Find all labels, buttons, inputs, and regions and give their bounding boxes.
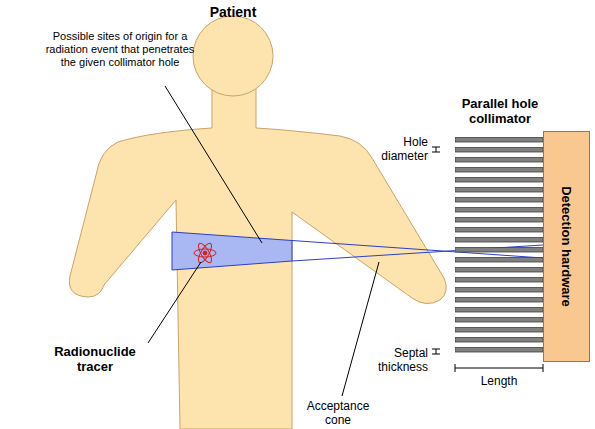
box-text: Detection hardware — [559, 136, 574, 357]
dimension-line — [455, 364, 456, 372]
leader-line — [165, 86, 262, 243]
dimension-line — [436, 147, 437, 152]
atom-symbol — [194, 241, 216, 264]
callout-label: Radionuclide tracer — [40, 344, 150, 374]
origin-region — [172, 232, 292, 270]
detector-box: Detection hardware — [543, 131, 590, 362]
dimension-line — [455, 368, 543, 369]
dimension-line — [543, 364, 544, 372]
callout-note: Possible sites of origin for a radiation… — [45, 30, 195, 69]
leader-line — [148, 262, 201, 343]
dimension-label: Septal thickness — [372, 346, 428, 374]
callout-label: Acceptance cone — [300, 399, 376, 427]
figure-title: Patient — [183, 4, 283, 20]
part-heading: Parallel hole collimator — [455, 96, 545, 126]
dimension-line — [436, 349, 437, 354]
patient-body — [69, 88, 446, 429]
patient-head — [193, 16, 273, 96]
leader-line — [342, 262, 379, 396]
collimator-septa — [455, 137, 543, 357]
dimension-label: Hole diameter — [380, 135, 428, 163]
dimension-label: Length — [464, 374, 534, 388]
